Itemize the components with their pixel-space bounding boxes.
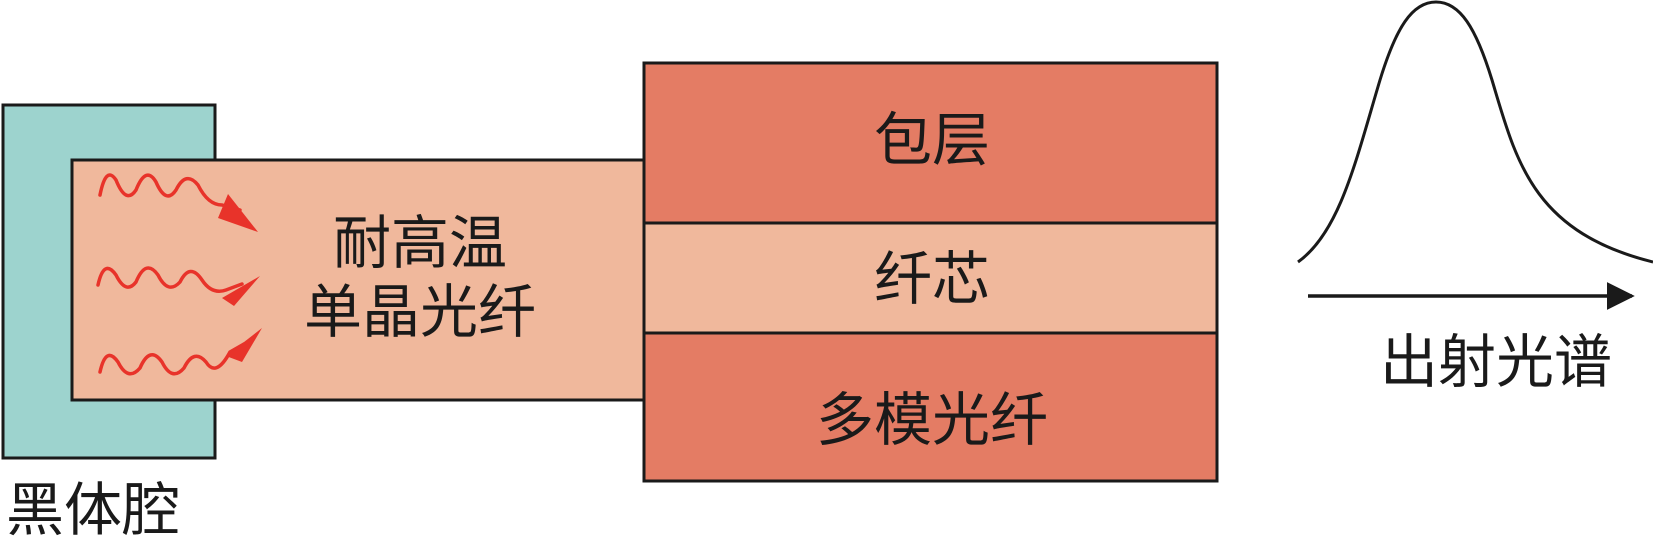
wavy-arrow-icon <box>96 266 244 293</box>
radiation-wave-3 <box>98 328 262 376</box>
label-output-spectrum: 出射光谱 <box>1380 328 1612 396</box>
radiation-wave-1 <box>98 173 258 232</box>
wavy-arrow-icon <box>98 173 242 212</box>
radiation-wave-2 <box>96 266 260 306</box>
gaussian-curve-icon <box>1297 0 1653 264</box>
label-single-crystal-line1: 耐高温 <box>333 209 507 277</box>
cladding-top <box>642 61 1219 225</box>
single-crystal-fiber <box>70 158 646 402</box>
label-multimode-fiber: 多模光纤 <box>816 386 1048 454</box>
cladding-bottom <box>642 331 1219 483</box>
label-single-crystal-line2: 单晶光纤 <box>304 278 536 346</box>
arrowhead-icon <box>218 194 258 232</box>
arrowhead-icon <box>222 276 260 306</box>
label-core: 纤芯 <box>874 245 990 313</box>
fiber-core <box>642 221 1219 335</box>
radiation-waves <box>96 173 262 376</box>
wavy-arrow-icon <box>98 342 246 376</box>
label-cladding: 包层 <box>874 106 990 174</box>
arrowhead-icon <box>226 328 262 362</box>
label-blackbody-cavity: 黑体腔 <box>6 476 180 541</box>
